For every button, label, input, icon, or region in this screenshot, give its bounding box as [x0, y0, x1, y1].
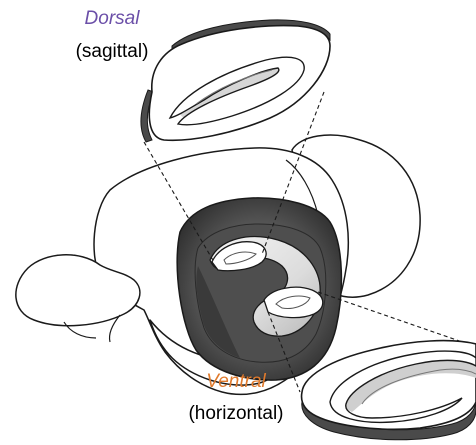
ventral-projection-top — [318, 292, 474, 346]
ventral-cut-face — [264, 287, 323, 317]
ventral-horizontal-slice — [302, 341, 476, 440]
ventral-label: Ventral — [176, 371, 296, 393]
dorsal-label: Dorsal — [52, 8, 172, 30]
dorsal-sagittal-slice — [141, 20, 330, 142]
ventral-plane-label: (horizontal) — [161, 403, 311, 425]
dorsal-plane-label: (sagittal) — [37, 41, 187, 63]
